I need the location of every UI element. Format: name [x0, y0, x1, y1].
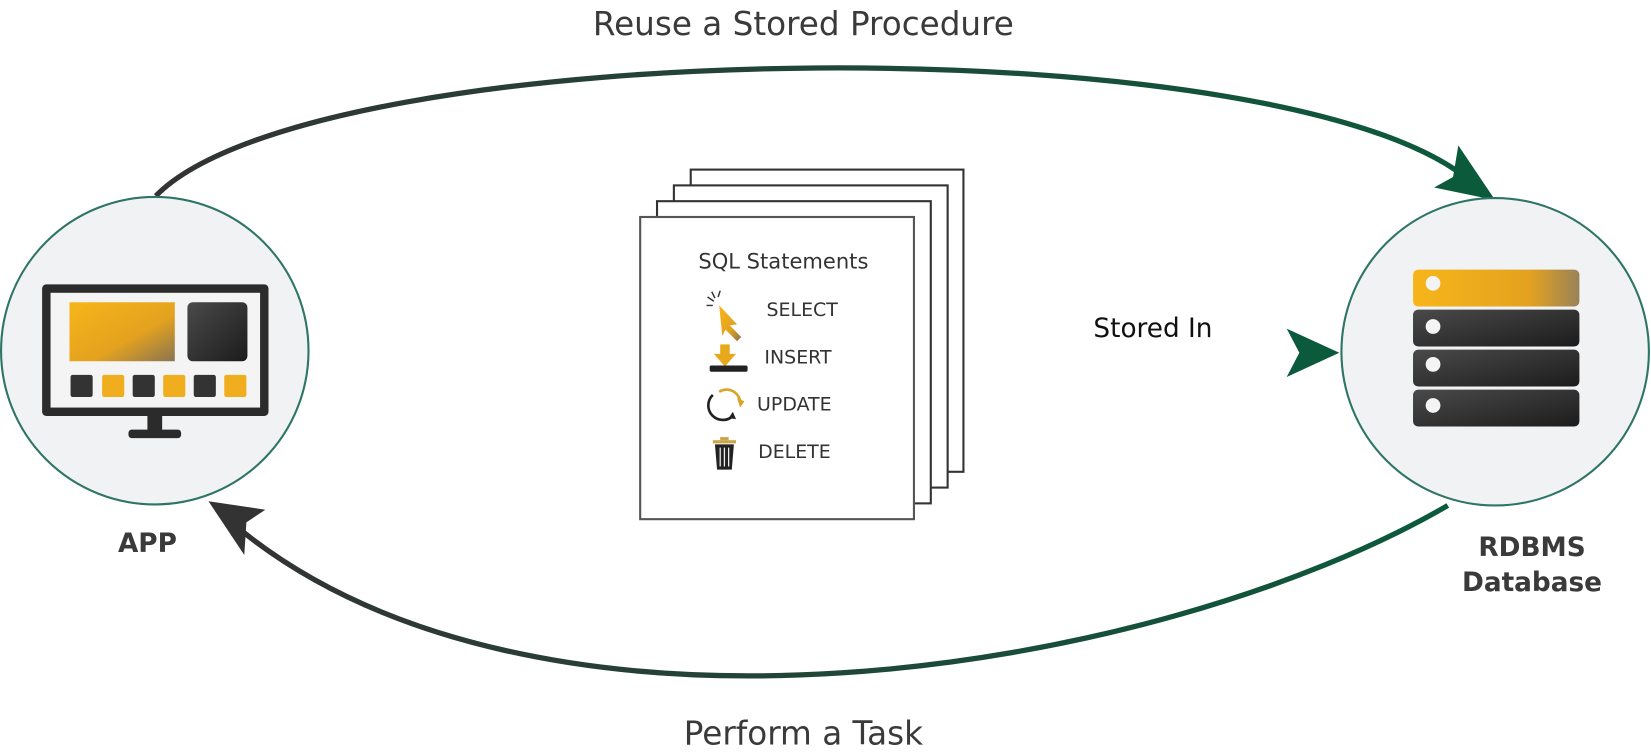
database-label-line1: RDBMS [1478, 533, 1585, 563]
sql-card-heading: SQL Statements [698, 249, 868, 274]
select-label: SELECT [767, 299, 839, 321]
reuse-label: Reuse a Stored Procedure [593, 5, 1014, 43]
app-label: APP [118, 529, 177, 559]
refresh-cycle-icon [707, 388, 745, 422]
delete-label: DELETE [758, 441, 831, 463]
sql-statements-card: SQL Statements SELECT INSERT UPDATE DELE… [639, 168, 965, 521]
server-stack-icon [1413, 269, 1580, 427]
monitor-icon [42, 284, 269, 439]
trash-icon [712, 437, 737, 470]
download-tray-icon [709, 344, 748, 372]
app-node [0, 195, 310, 506]
cursor-click-icon [706, 290, 742, 342]
stored-in-arrowhead [1286, 328, 1340, 378]
perform-arrow [224, 503, 1450, 679]
reuse-arrow [153, 65, 1482, 198]
stored-in-label: Stored In [1093, 314, 1212, 344]
reuse-arrowhead [1434, 145, 1496, 201]
update-label: UPDATE [757, 394, 832, 416]
insert-label: INSERT [764, 346, 832, 368]
perform-arrowhead [208, 501, 266, 555]
database-node [1340, 196, 1650, 507]
perform-label: Perform a Task [684, 715, 923, 753]
database-label-line2: Database [1462, 568, 1602, 598]
